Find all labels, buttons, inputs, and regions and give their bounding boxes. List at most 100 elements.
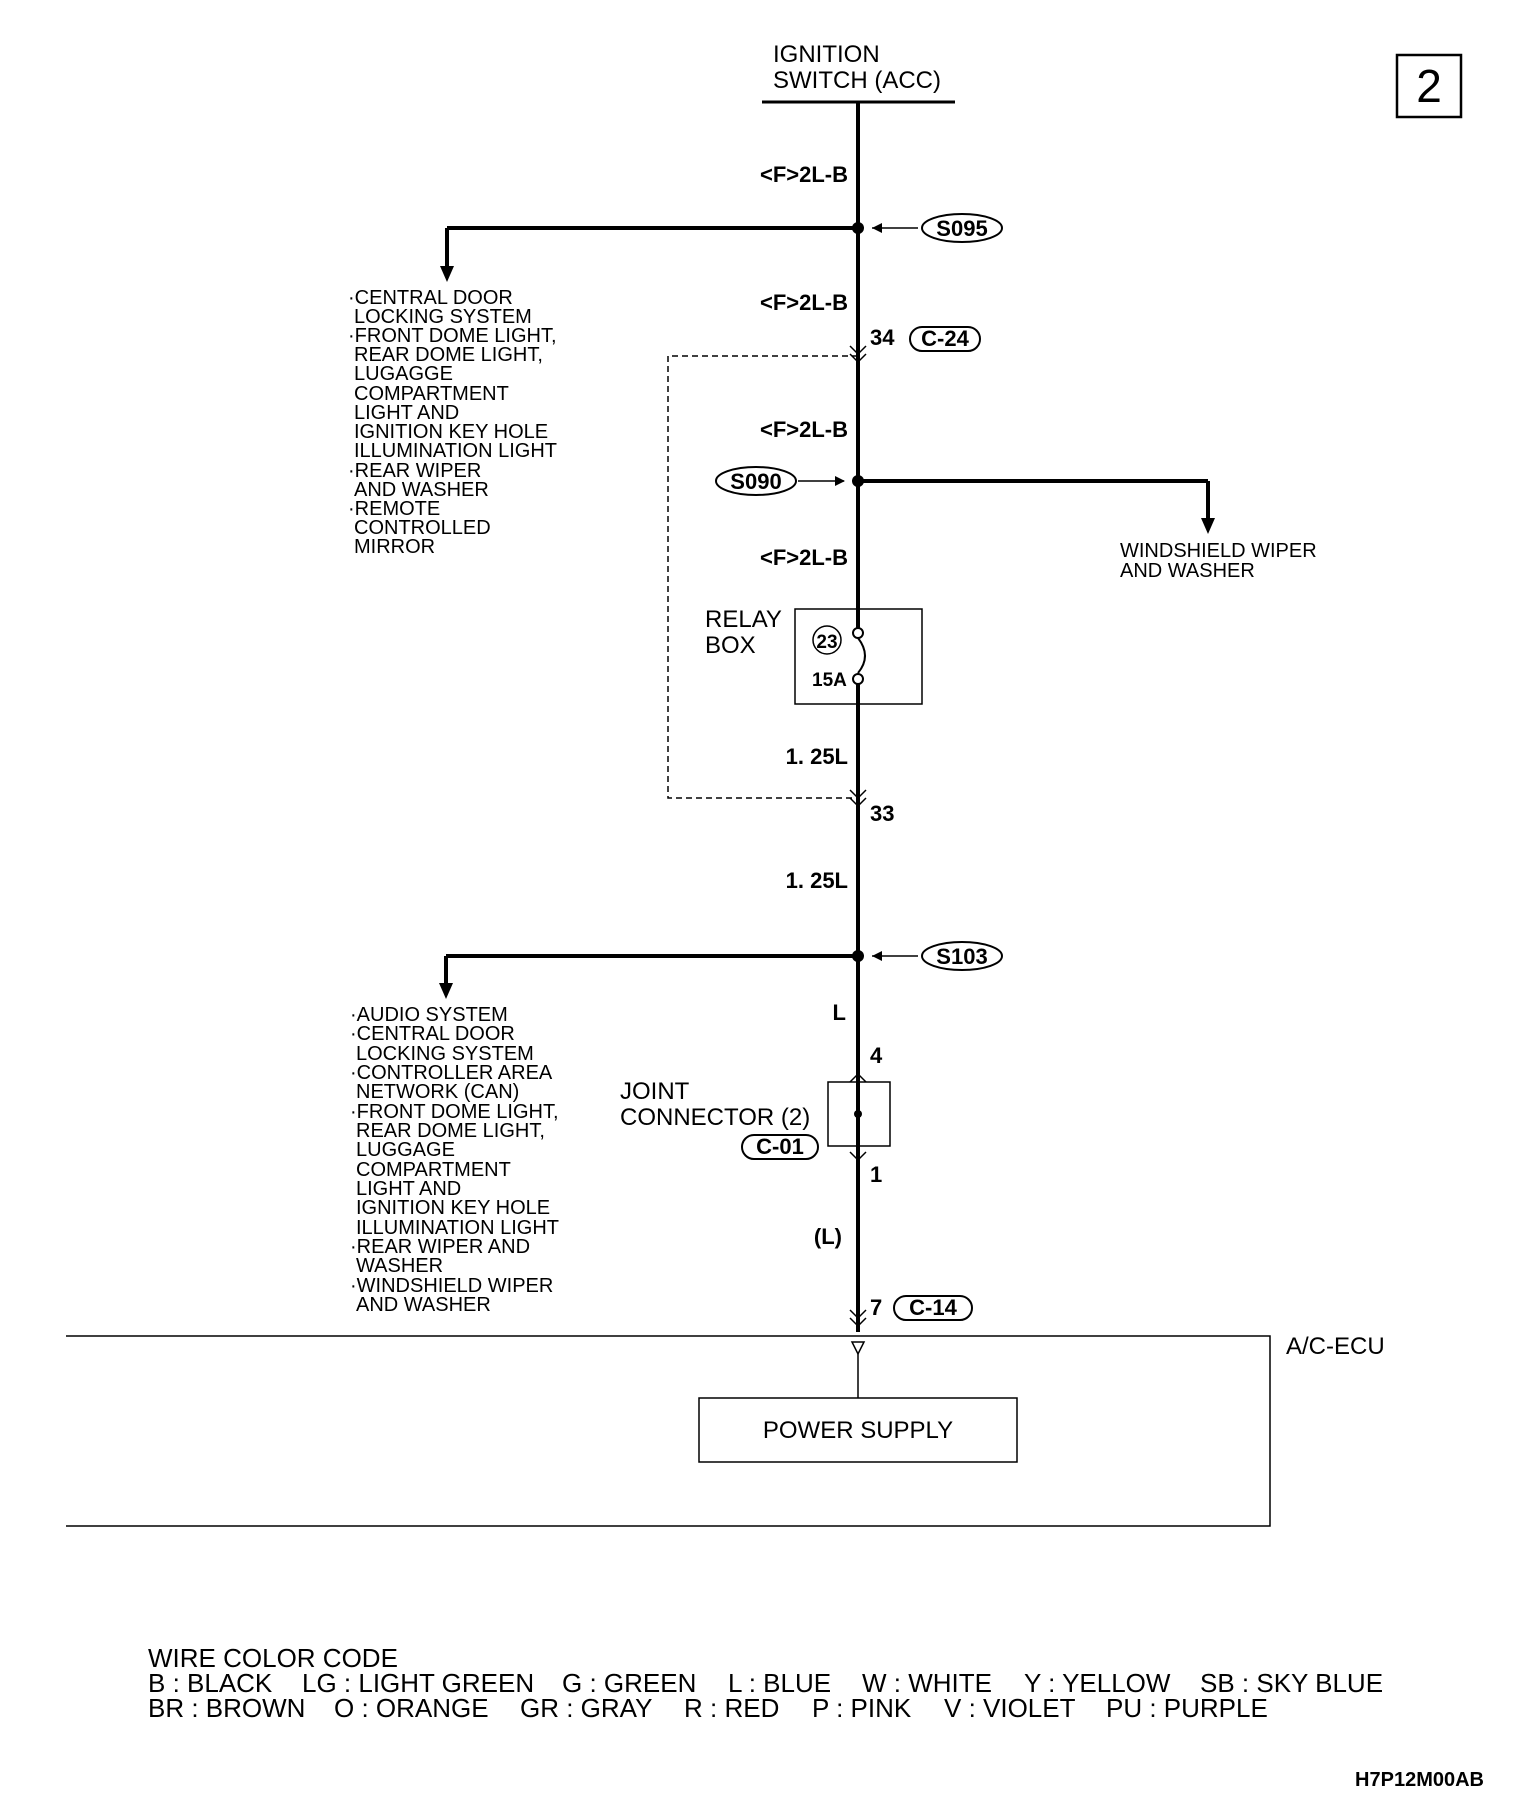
wire-label-5: 1. 25L: [786, 744, 848, 769]
c01-label: C-01: [756, 1134, 804, 1159]
branch-s090-arrow-icon: [1201, 518, 1215, 534]
ecu-terminal-icon: [850, 1341, 866, 1356]
fuse-rating: 15A: [812, 670, 847, 691]
branch-s103-line: ·AUDIO SYSTEM: [350, 1004, 508, 1026]
branch-s095-destinations: ·CENTRAL DOOR LOCKING SYSTEM ·FRONT DOME…: [348, 287, 562, 558]
c24-label: C-24: [921, 326, 969, 351]
branch-s095-line: CONTROLLED: [354, 517, 491, 539]
c01-pin1-symbol-icon: [849, 1151, 867, 1162]
branch-s095-line: COMPARTMENT: [354, 383, 509, 405]
branch-s103-line: LIGHT AND: [356, 1178, 461, 1200]
branch-s103-destinations: ·AUDIO SYSTEM ·CENTRAL DOOR LOCKING SYST…: [350, 1004, 564, 1316]
legend-item: W : WHITE: [862, 1668, 992, 1698]
legend-item: L : BLUE: [728, 1668, 831, 1698]
branch-s095-line: AND WASHER: [354, 479, 489, 501]
branch-s095-line: ILLUMINATION LIGHT: [354, 440, 557, 462]
wire-label-1: <F>2L-B: [760, 162, 848, 187]
branch-s103-line: ·FRONT DOME LIGHT,: [350, 1101, 559, 1123]
c24-pin33-symbol-icon: [849, 789, 867, 800]
branch-s095-line: LIGHT AND: [354, 402, 459, 424]
ignition-switch-label-line1: IGNITION: [773, 41, 880, 68]
splice-s103-pointer-arrow-icon: [872, 951, 882, 961]
branch-s103-arrow-icon: [439, 983, 453, 999]
branch-s090-line: WINDSHIELD WIPER: [1120, 540, 1317, 562]
wire-label-2: <F>2L-B: [760, 290, 848, 315]
power-supply-label: POWER SUPPLY: [763, 1417, 953, 1444]
branch-s095-line: ·FRONT DOME LIGHT,: [348, 325, 557, 347]
legend-item: GR : GRAY: [520, 1693, 652, 1723]
branch-s095-line: IGNITION KEY HOLE: [354, 421, 548, 443]
legend-item: V : VIOLET: [944, 1693, 1076, 1723]
joint-connector-label-line1: JOINT: [620, 1078, 690, 1105]
joint-connector-label-line2: CONNECTOR (2): [620, 1104, 810, 1131]
joint-connector-node: [854, 1110, 862, 1118]
ecu-name: A/C-ECU: [1286, 1333, 1385, 1360]
c01-pin-4: 4: [870, 1043, 883, 1068]
c14-pin7-symbol-icon: [849, 1317, 867, 1328]
legend-item: PU : PURPLE: [1106, 1693, 1268, 1723]
legend-item: Y : YELLOW: [1024, 1668, 1171, 1698]
branch-s103-line: IGNITION KEY HOLE: [356, 1197, 550, 1219]
splice-s095-tag: [921, 213, 1003, 243]
wire-label-8: (L): [814, 1224, 842, 1249]
legend-item: LG : LIGHT GREEN: [302, 1668, 534, 1698]
figure-code: H7P12M00AB: [1355, 1769, 1484, 1791]
splice-s103-label: S103: [936, 944, 987, 969]
legend-item: P : PINK: [812, 1693, 912, 1723]
fuse-terminal-bottom-icon: [852, 673, 864, 685]
fuse-icon: [857, 637, 866, 674]
branch-s095-line: REAR DOME LIGHT,: [354, 344, 543, 366]
branch-s103-line: NETWORK (CAN): [356, 1081, 519, 1103]
c24-tag-top: [909, 326, 981, 352]
c24-pin34-symbol-icon: [849, 345, 867, 356]
branch-s103-line: LOCKING SYSTEM: [356, 1043, 534, 1065]
c24-pin-33: 33: [870, 801, 894, 826]
legend-title: WIRE COLOR CODE: [148, 1643, 398, 1673]
relay-box-label-line2: BOX: [705, 632, 756, 659]
wire-label-4: <F>2L-B: [760, 545, 848, 570]
branch-s103-line: ·REAR WIPER AND: [350, 1236, 530, 1258]
fuse-number-circle: [812, 625, 842, 655]
c24-pin-34: 34: [870, 325, 895, 350]
branch-s103-line: COMPARTMENT: [356, 1159, 511, 1181]
branch-s103-line: ILLUMINATION LIGHT: [356, 1217, 559, 1239]
c24-housing-dashed: [667, 355, 858, 799]
branch-s103-line: LUGGAGE: [356, 1139, 455, 1161]
wire-label-3: <F>2L-B: [760, 417, 848, 442]
splice-s090-tag: [715, 466, 797, 496]
branch-s095-line: ·REAR WIPER: [348, 460, 481, 482]
legend-item: R : RED: [684, 1693, 779, 1723]
ignition-switch-label-line2: SWITCH (ACC): [773, 67, 941, 94]
c14-pin-7: 7: [870, 1295, 882, 1320]
c01-pin4-symbol-icon: [849, 1072, 867, 1083]
legend-item: B : BLACK: [148, 1668, 273, 1698]
branch-s095-line: MIRROR: [354, 536, 435, 558]
legend-item: G : GREEN: [562, 1668, 696, 1698]
branch-s095-line: LOCKING SYSTEM: [354, 306, 532, 328]
relay-box-label-line1: RELAY: [705, 606, 782, 633]
branch-s095-line: ·REMOTE: [348, 498, 440, 520]
c14-pin7-symbol-icon: [849, 1309, 867, 1320]
branch-s103-line: ·CONTROLLER AREA: [350, 1062, 553, 1084]
page-number-box: [1395, 53, 1463, 119]
branch-s103-line: ·WINDSHIELD WIPER: [350, 1275, 553, 1297]
branch-s103-line: ·CENTRAL DOOR: [350, 1023, 515, 1045]
fuse-number: 23: [816, 632, 837, 653]
wire-label-7: L: [833, 1000, 846, 1025]
wire-label-6: 1. 25L: [786, 868, 848, 893]
branch-s090-destinations: WINDSHIELD WIPER AND WASHER: [1120, 540, 1322, 582]
c24-pin33-symbol-icon: [849, 797, 867, 808]
power-supply-block: [698, 1397, 1018, 1463]
c01-pin-1: 1: [870, 1162, 882, 1187]
splice-s095-pointer-arrow-icon: [872, 223, 882, 233]
splice-s095-label: S095: [936, 216, 987, 241]
branch-s095-line: ·CENTRAL DOOR: [348, 287, 513, 309]
fuse-terminal-top-icon: [852, 627, 864, 639]
c14-tag: [893, 1295, 973, 1321]
splice-s090-pointer-arrow-icon: [835, 476, 845, 486]
splice-s090-label: S090: [730, 469, 781, 494]
legend-item: BR : BROWN: [148, 1693, 305, 1723]
branch-s103-line: REAR DOME LIGHT,: [356, 1120, 545, 1142]
legend-item: O : ORANGE: [334, 1693, 489, 1723]
branch-s103-line: WASHER: [356, 1255, 443, 1277]
